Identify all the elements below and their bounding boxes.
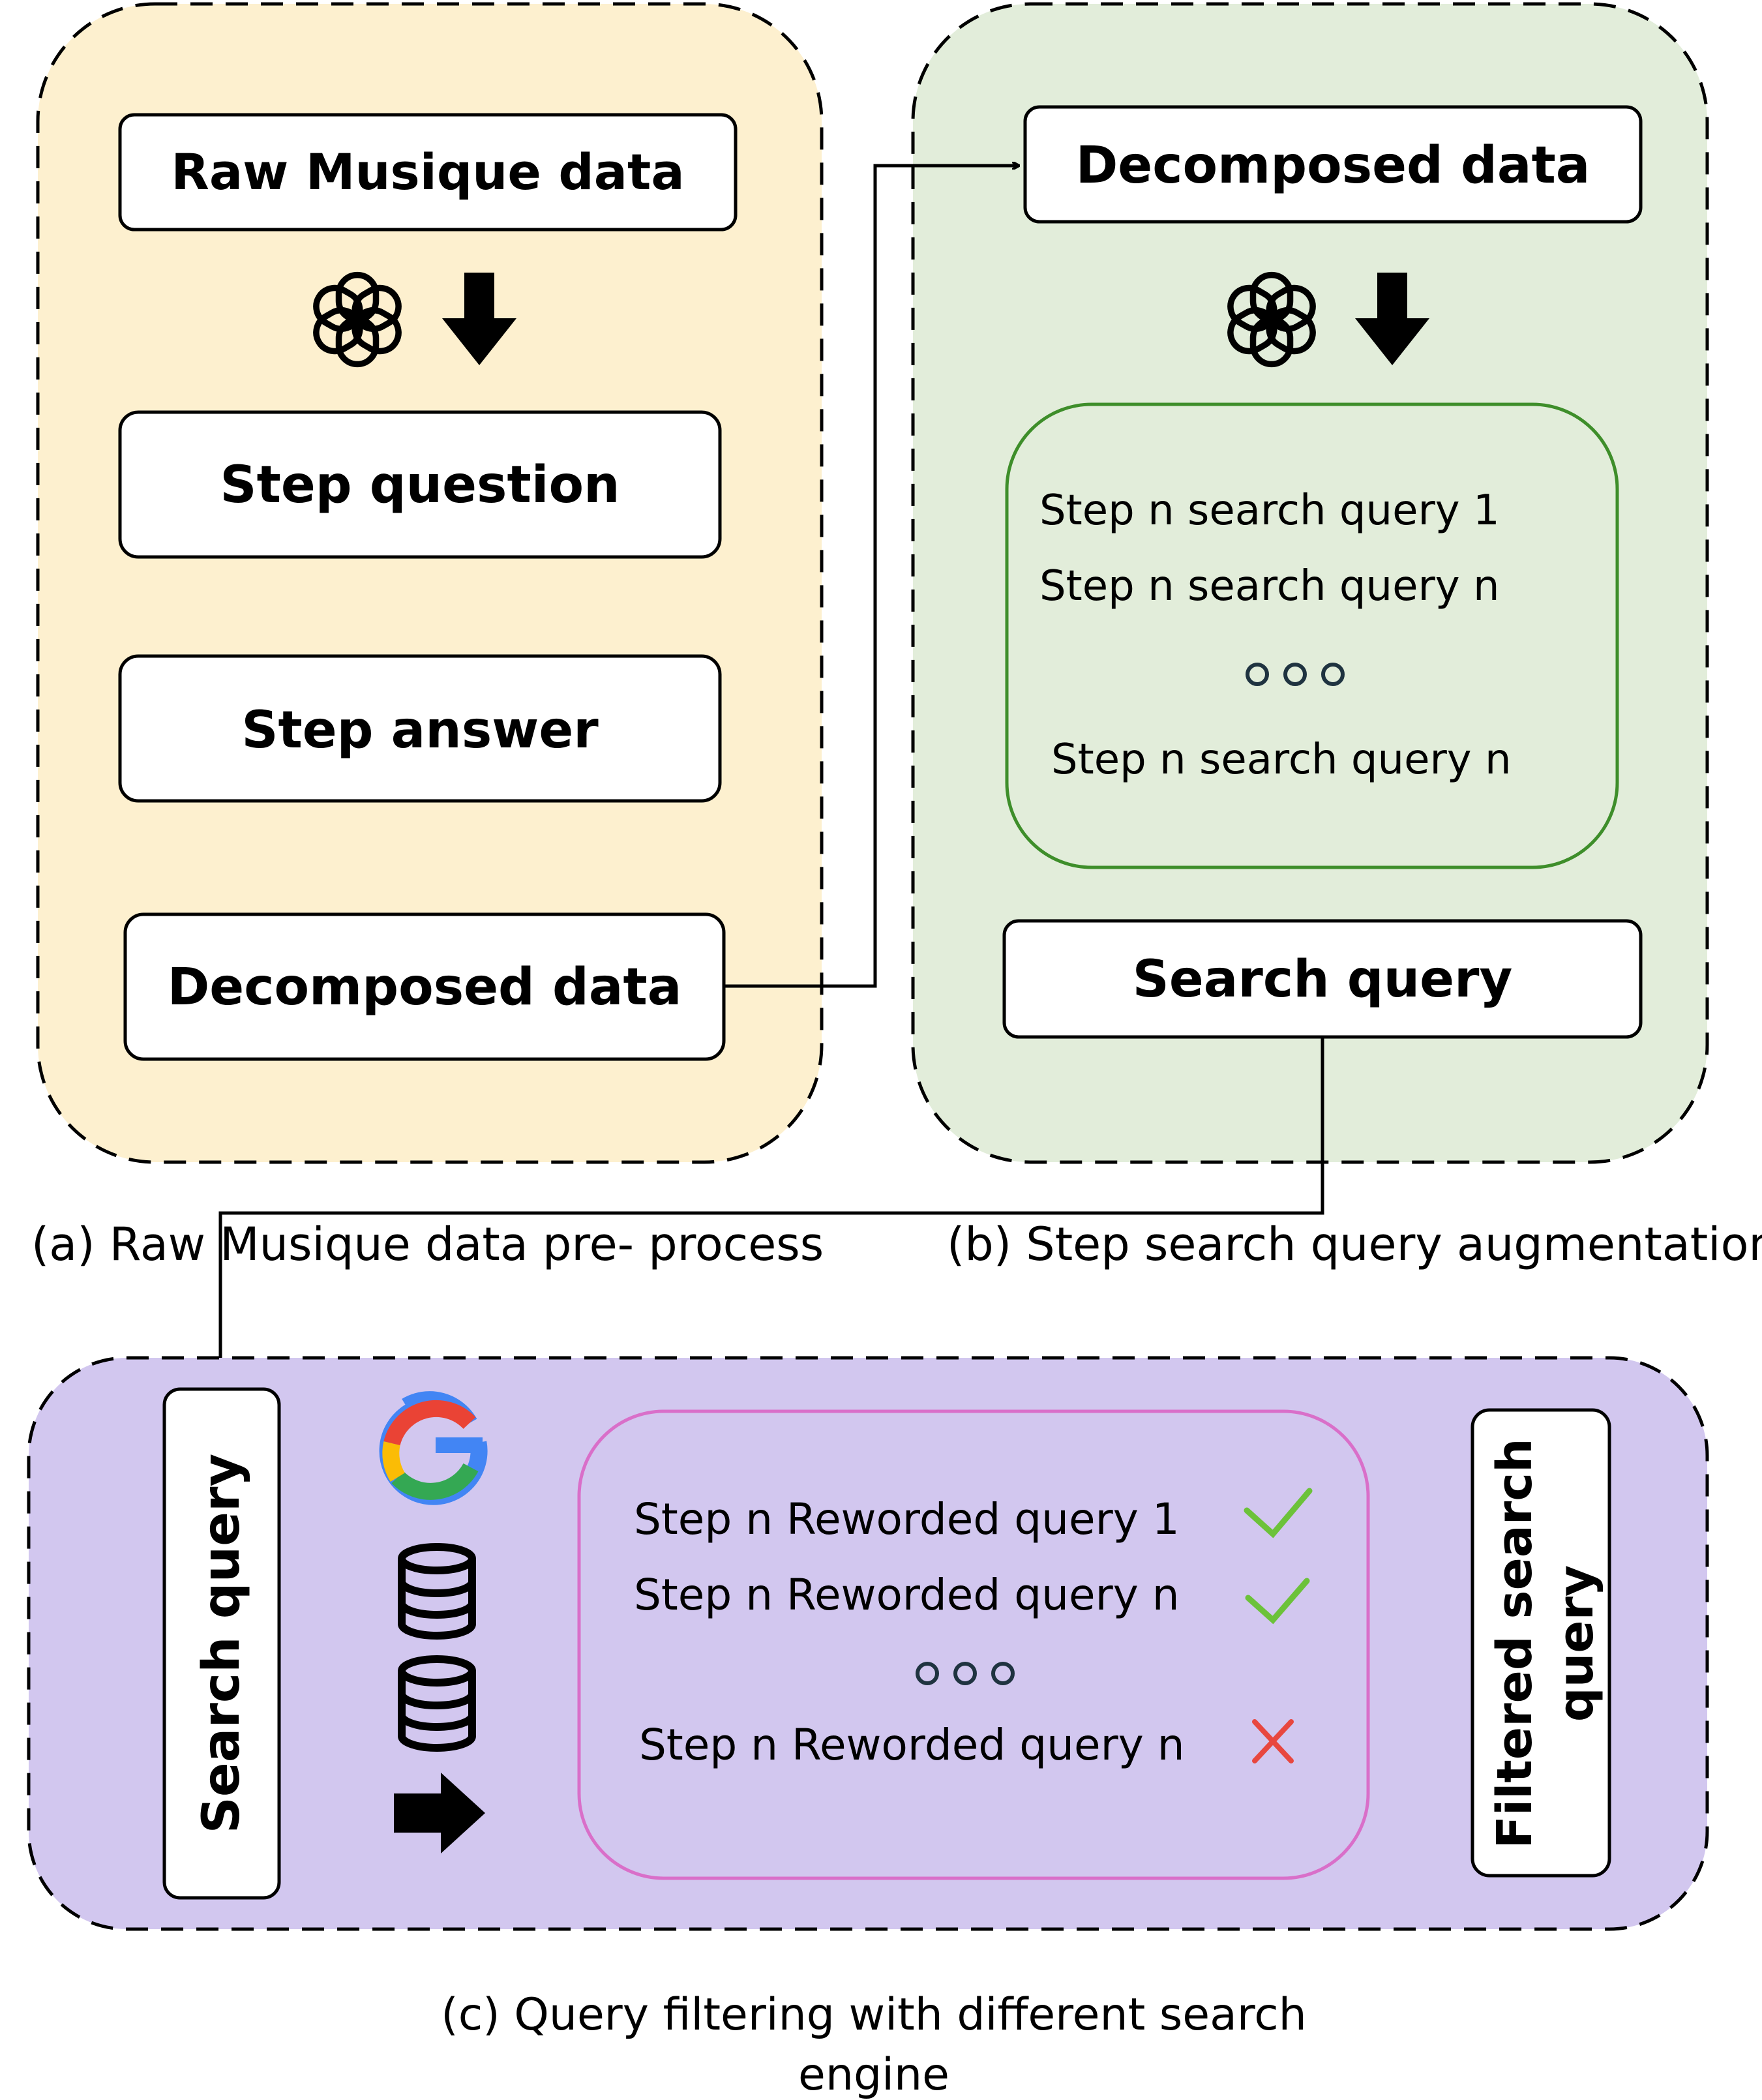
connector-b-to-c (220, 1037, 1324, 1384)
panel-b-caption: (b) Step search query augmentation (947, 1218, 1762, 1271)
filtered-search-query-label-line2: query (1548, 1565, 1604, 1722)
panel-c-caption-line1: (c) Query filtering with different searc… (441, 1989, 1306, 2041)
search-query-label-c: Search query (192, 1454, 251, 1834)
search-query-item: Step n search query n (1051, 736, 1512, 784)
ellipsis-dots-icon (1246, 663, 1345, 686)
search-query-item: Step n search query 1 (1039, 487, 1500, 535)
search-query-list: Step n search query 1 Step n search quer… (1005, 402, 1619, 869)
down-arrow-icon (442, 273, 516, 365)
step-question-label: Step question (220, 456, 620, 515)
panel-b: Decomposed data Step n search query 1 St… (911, 2, 1709, 1164)
search-query-box-c: Search query (162, 1387, 281, 1900)
panel-a-caption: (a) Raw Musique data pre- process (31, 1218, 824, 1271)
raw-musique-data-box: Raw Musique data (118, 113, 738, 232)
decomposed-data-box-b: Decomposed data (1023, 105, 1643, 224)
step-answer-label: Step answer (241, 701, 599, 760)
cross-icon (1252, 1719, 1294, 1763)
search-query-item: Step n search query n (1039, 562, 1500, 610)
raw-musique-data-label: Raw Musique data (171, 143, 684, 201)
step-question-box: Step question (118, 410, 722, 559)
filtered-search-query-box: Filtered search query (1471, 1408, 1611, 1878)
reworded-query-list: Step n Reworded query 1 Step n Reworded … (577, 1409, 1370, 1880)
panel-a: Raw Musique data Step question Step answ… (36, 2, 824, 1164)
decomposed-data-label-a: Decomposed data (168, 958, 682, 1017)
down-arrow-icon (1355, 273, 1429, 365)
reworded-query-item: Step n Reworded query n (639, 1720, 1185, 1770)
filtered-search-query-label-line1: Filtered search (1487, 1438, 1543, 1848)
search-query-label-b: Search query (1133, 950, 1513, 1009)
panel-c: Search query Step n Reworded query 1 Ste… (27, 1356, 1709, 1931)
reworded-query-item: Step n Reworded query 1 (634, 1494, 1180, 1544)
decomposed-data-label-b: Decomposed data (1076, 136, 1590, 195)
step-answer-box: Step answer (118, 654, 722, 803)
connector-a-to-b (724, 166, 1019, 988)
check-icon (1244, 1488, 1313, 1538)
ellipsis-dots-icon (916, 1662, 1015, 1685)
right-arrow-icon (394, 1773, 485, 1853)
search-query-box-b: Search query (1002, 919, 1643, 1039)
panel-c-caption-line2: engine (798, 2049, 949, 2100)
reworded-query-item: Step n Reworded query n (634, 1570, 1180, 1620)
check-icon (1245, 1578, 1310, 1625)
google-logo-icon (379, 1391, 488, 1505)
panel-a-background (36, 2, 824, 1164)
decomposed-data-box-a: Decomposed data (123, 912, 726, 1061)
